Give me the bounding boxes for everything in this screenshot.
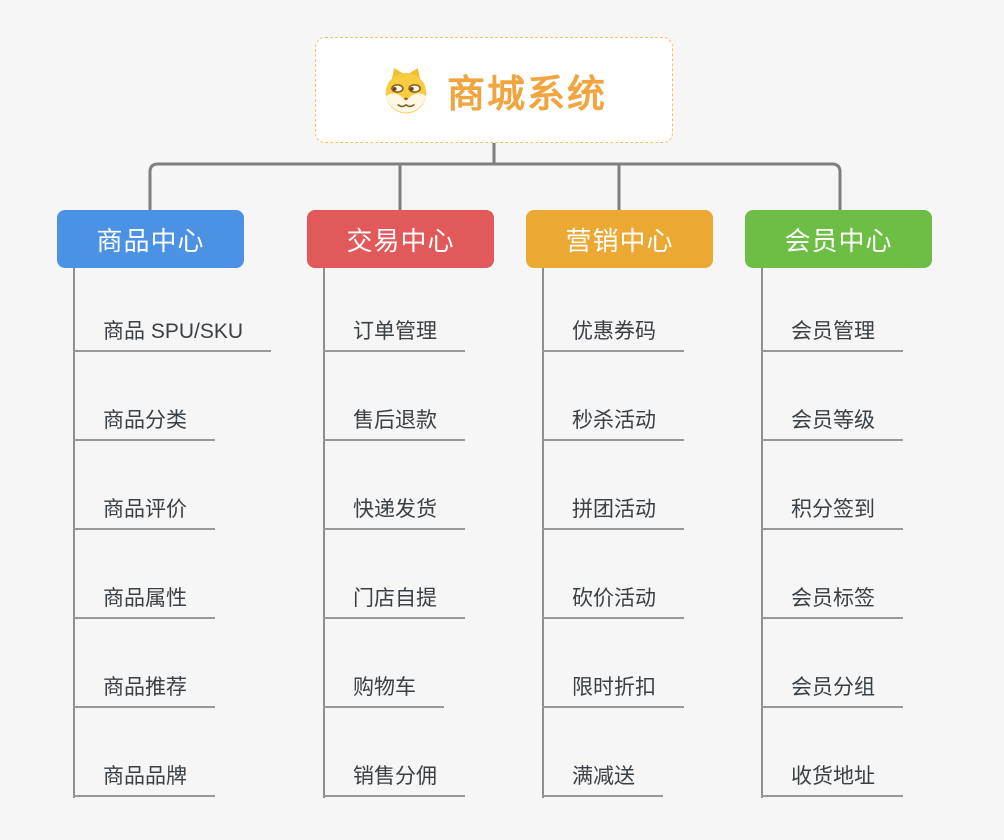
leaf-node[interactable]: 砍价活动 [542, 587, 684, 619]
shiba-dog-icon [385, 68, 427, 114]
leaf-node[interactable]: 售后退款 [323, 409, 465, 441]
branch-node-3[interactable]: 营销中心 [526, 210, 713, 268]
leaf-node[interactable]: 会员标签 [761, 587, 903, 619]
leaf-node[interactable]: 快递发货 [323, 498, 465, 530]
root-title: 商城系统 [446, 73, 607, 116]
leaf-node[interactable]: 优惠券码 [542, 320, 684, 352]
root-node[interactable]: 商城系统 [315, 37, 673, 143]
leaf-node[interactable]: 满减送 [542, 765, 663, 797]
leaf-node[interactable]: 商品属性 [73, 587, 215, 619]
branch-node-2[interactable]: 交易中心 [307, 210, 494, 268]
leaf-node[interactable]: 会员等级 [761, 409, 903, 441]
branch-node-1[interactable]: 商品中心 [57, 210, 244, 268]
branch-child-line [761, 268, 763, 798]
leaf-node[interactable]: 限时折扣 [542, 676, 684, 708]
leaf-node[interactable]: 商品分类 [73, 409, 215, 441]
leaf-node[interactable]: 秒杀活动 [542, 409, 684, 441]
leaf-node[interactable]: 商品 SPU/SKU [73, 320, 272, 352]
leaf-node[interactable]: 商品推荐 [73, 676, 215, 708]
leaf-node[interactable]: 收货地址 [761, 765, 903, 797]
leaf-node[interactable]: 拼团活动 [542, 498, 684, 530]
leaf-node[interactable]: 会员分组 [761, 676, 903, 708]
leaf-node[interactable]: 商品品牌 [73, 765, 215, 797]
branch-child-line [323, 268, 325, 798]
leaf-node[interactable]: 积分签到 [761, 498, 903, 530]
leaf-node[interactable]: 商品评价 [73, 498, 215, 530]
leaf-node[interactable]: 订单管理 [323, 320, 465, 352]
leaf-node[interactable]: 会员管理 [761, 320, 903, 352]
leaf-node[interactable]: 门店自提 [323, 587, 465, 619]
leaf-node[interactable]: 购物车 [323, 676, 444, 708]
branch-child-line [73, 268, 75, 798]
branch-node-4[interactable]: 会员中心 [745, 210, 932, 268]
branch-child-line [542, 268, 544, 798]
leaf-node[interactable]: 销售分佣 [323, 765, 465, 797]
